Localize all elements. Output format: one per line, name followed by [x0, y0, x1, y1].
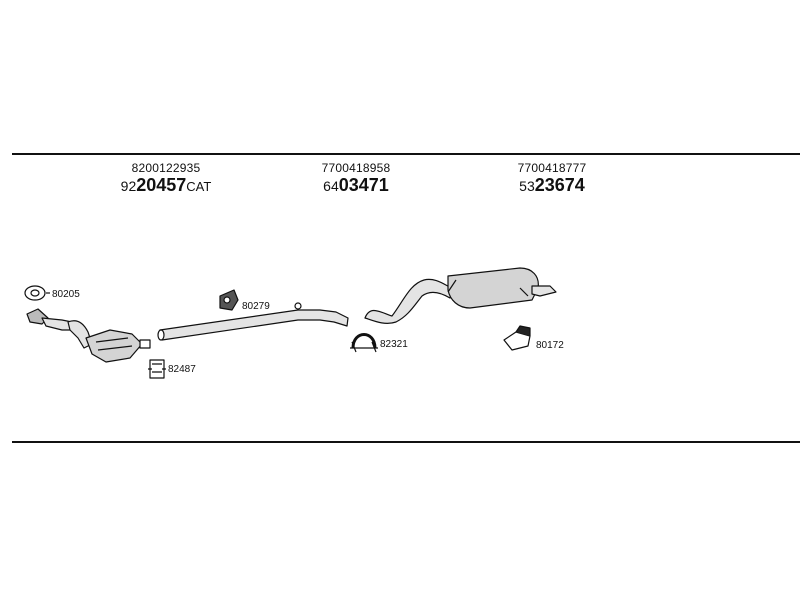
label-rubber-mount: 80172: [536, 340, 564, 351]
u-clamp-icon: [350, 333, 378, 353]
bottom-divider: [12, 441, 800, 443]
hanger-icon: [219, 289, 239, 311]
gasket-icon: [24, 285, 50, 301]
part-code: 5323674: [519, 175, 585, 195]
rubber-mount-icon: [503, 325, 531, 351]
part-code: 6403471: [323, 175, 389, 195]
label-hanger: 80279: [242, 301, 270, 312]
oe-number: 7700418777: [517, 161, 587, 175]
label-gasket: 80205: [52, 289, 80, 300]
label-u-clamp: 82321: [380, 339, 408, 350]
top-divider: [12, 153, 800, 155]
rear-silencer-icon: [364, 267, 557, 324]
oe-number: 7700418958: [321, 161, 391, 175]
catalytic-converter-icon: [26, 308, 151, 363]
clamp-icon: [148, 359, 166, 379]
part-header-rear-silencer: 7700418777 5323674: [472, 161, 632, 195]
oe-number: 8200122935: [131, 161, 201, 175]
middle-pipe-icon: [157, 302, 349, 341]
label-clamp-small: 82487: [168, 364, 196, 375]
part-header-middle-pipe: 7700418958 6403471: [276, 161, 436, 195]
part-code: 9220457CAT: [120, 175, 212, 195]
part-header-catalytic-converter: 8200122935 9220457CAT: [86, 161, 246, 195]
